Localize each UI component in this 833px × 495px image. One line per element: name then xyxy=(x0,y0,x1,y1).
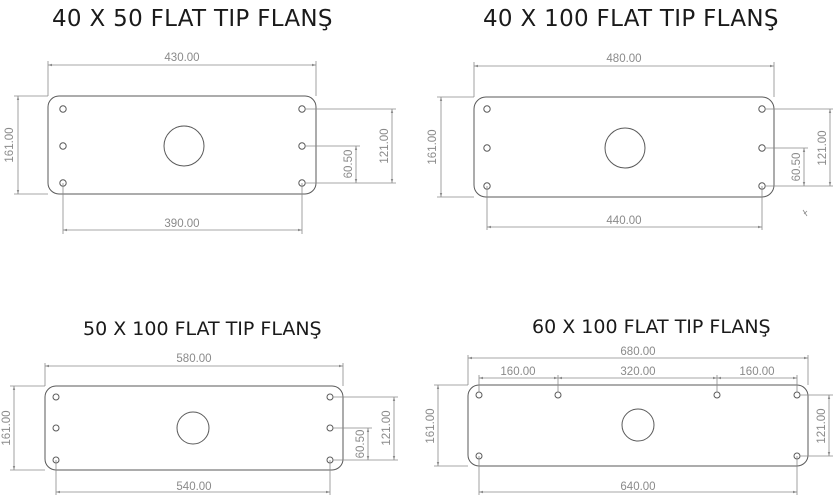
bolt-hole xyxy=(475,391,483,399)
dim-hole-spacing: 540.00 xyxy=(176,481,211,493)
bolt-hole xyxy=(326,424,334,432)
cursor-mark xyxy=(802,209,808,217)
dim-hole-span-vertical: 121.00 xyxy=(816,408,828,443)
dim-hole-spacing: 390.00 xyxy=(164,218,199,230)
bolt-hole xyxy=(483,144,491,152)
bolt-hole xyxy=(59,105,67,113)
dim-height: 161.00 xyxy=(1,410,13,445)
bolt-hole xyxy=(59,142,67,150)
bolt-hole xyxy=(758,144,766,152)
bolt-hole xyxy=(793,391,801,399)
bolt-hole xyxy=(483,105,491,113)
dim-segment-left: 160.00 xyxy=(500,366,535,378)
flange-title-40x50: 40 X 50 FLAT TIP FLANŞ xyxy=(52,6,333,32)
bolt-hole xyxy=(52,424,60,432)
dim-overall-width: 580.00 xyxy=(176,353,211,365)
dim-hole-span-vertical: 121.00 xyxy=(817,130,829,165)
flange-drawing-40x100: 480.00 440.00 161.00 121.00 60.50 xyxy=(427,53,833,230)
flange-drawing-50x100: 580.00 540.00 161.00 121.00 60.50 xyxy=(1,353,398,495)
center-bore xyxy=(176,411,210,445)
dim-hole-span-vertical: 121.00 xyxy=(381,410,393,445)
dim-hole-pitch-vertical: 60.50 xyxy=(355,430,367,459)
dim-height: 161.00 xyxy=(427,129,439,164)
flange-drawing-40x50: 430.00 390.00 161.00 121.00 60.50 xyxy=(4,52,396,234)
dim-hole-pitch-vertical: 60.50 xyxy=(343,150,355,179)
flange-drawing-60x100: 680.00 160.00 320.00 160.00 640.00 161.0… xyxy=(425,346,833,495)
plate-outline xyxy=(467,384,809,467)
center-bore xyxy=(163,125,205,167)
dim-segment-right: 160.00 xyxy=(739,366,774,378)
dim-overall-width: 430.00 xyxy=(164,52,199,64)
dim-height: 161.00 xyxy=(4,127,16,162)
center-bore xyxy=(621,408,655,442)
flange-title-40x100: 40 X 100 FLAT TIP FLANŞ xyxy=(483,6,779,32)
flange-title-60x100: 60 X 100 FLAT TIP FLANŞ xyxy=(532,316,771,338)
bolt-hole xyxy=(554,391,562,399)
plate-outline xyxy=(47,95,317,195)
bolt-hole xyxy=(298,142,306,150)
bolt-hole xyxy=(326,393,334,401)
dim-hole-pitch-vertical: 60.50 xyxy=(791,153,803,182)
dim-hole-span-vertical: 121.00 xyxy=(379,128,391,163)
dim-height: 161.00 xyxy=(425,408,437,443)
dim-segment-middle: 320.00 xyxy=(620,366,655,378)
dim-overall-width: 480.00 xyxy=(606,53,641,65)
bolt-hole xyxy=(298,105,306,113)
center-bore xyxy=(604,127,646,169)
plate-outline xyxy=(473,96,775,198)
dim-overall-width: 680.00 xyxy=(620,346,655,358)
dim-hole-spacing: 640.00 xyxy=(620,481,655,493)
flange-title-50x100: 50 X 100 FLAT TIP FLANŞ xyxy=(83,318,322,340)
bolt-hole xyxy=(758,105,766,113)
bolt-hole xyxy=(52,393,60,401)
bolt-hole xyxy=(713,391,721,399)
dim-hole-spacing: 440.00 xyxy=(606,215,641,227)
